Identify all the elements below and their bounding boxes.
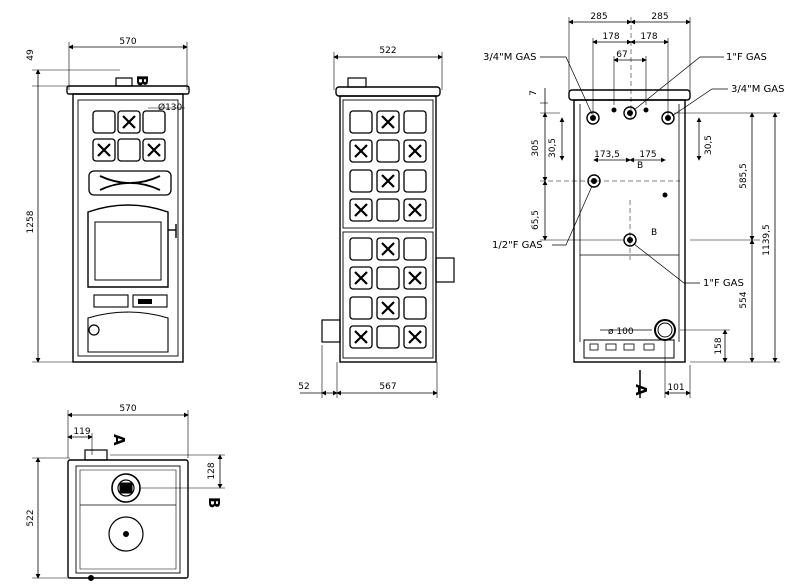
rear-h554-label: 554	[739, 291, 749, 308]
rear-body	[573, 99, 686, 363]
rear-h158-label: 158	[714, 337, 724, 354]
top-view	[32, 410, 225, 581]
gas-label-1f-top: 1"F GAS	[726, 52, 767, 63]
top-width-label: 570	[119, 404, 136, 414]
side-top-plate	[335, 86, 441, 97]
rear-half-left-label: 285	[590, 12, 607, 22]
top-section-a: A	[110, 434, 128, 446]
gas-label-12f: 1/2"F GAS	[492, 240, 543, 251]
rear-w173-5-label: 173,5	[594, 150, 620, 160]
side-rear-offset-label: 52	[298, 382, 309, 392]
top-section-b: B	[205, 497, 223, 508]
side-view	[300, 52, 455, 398]
rear-h30-5-left-label: 30,5	[548, 138, 558, 158]
gas-label-1f-bottom: 1"F GAS	[703, 278, 744, 289]
rear-top-plate	[568, 89, 691, 101]
side-width-label: 522	[379, 46, 396, 56]
top-hotplate	[108, 516, 144, 552]
rear-h585-5-label: 585,5	[739, 163, 749, 189]
rear-w101-label: 101	[667, 383, 684, 393]
gas-label-34m-right: 3/4"M GAS	[731, 84, 784, 95]
front-height-label: 1258	[26, 210, 36, 233]
rear-mark-b1: B	[637, 161, 643, 171]
rear-h305-label: 305	[531, 139, 541, 156]
front-section-mark: B	[133, 75, 151, 86]
top-body	[67, 459, 189, 579]
rear-offset-7-label: 7	[529, 90, 539, 96]
front-view	[32, 42, 190, 363]
rear-inner-left-label: 178	[602, 32, 619, 42]
front-fire-door	[87, 204, 169, 288]
front-body	[72, 93, 184, 363]
front-top-offset-label: 49	[26, 49, 36, 61]
rear-mark-b2: B	[651, 228, 657, 238]
rear-flue-diameter-label: ø 100	[608, 327, 634, 337]
front-top-plate	[66, 85, 190, 95]
rear-view	[540, 17, 780, 398]
rear-h65-5-label: 65,5	[531, 210, 541, 230]
rear-half-right-label: 285	[651, 12, 668, 22]
rear-inner-right-label: 178	[640, 32, 657, 42]
top-offset-119-label: 119	[73, 427, 90, 437]
gas-label-34m-left: 3/4"M GAS	[483, 52, 536, 63]
side-body	[339, 95, 437, 363]
top-offset-128-label: 128	[207, 462, 217, 479]
gas-connection-1f-top	[623, 106, 637, 120]
rear-section-mark: A	[632, 384, 650, 396]
rear-h1139-5-label: 1139,5	[762, 224, 772, 256]
front-width-label: 570	[119, 37, 136, 47]
rear-center-label: 67	[616, 50, 627, 60]
rear-w175-label: 175	[639, 150, 656, 160]
side-depth-label: 567	[379, 382, 396, 392]
top-depth-label: 522	[26, 509, 36, 526]
rear-h30-5-right-label: 30,5	[704, 135, 714, 155]
gas-connection-34m-right	[661, 111, 675, 125]
gas-connection-34m-left	[586, 111, 600, 125]
front-flue-collar	[115, 77, 133, 87]
front-flue-diameter-label: Ø130	[158, 102, 183, 113]
